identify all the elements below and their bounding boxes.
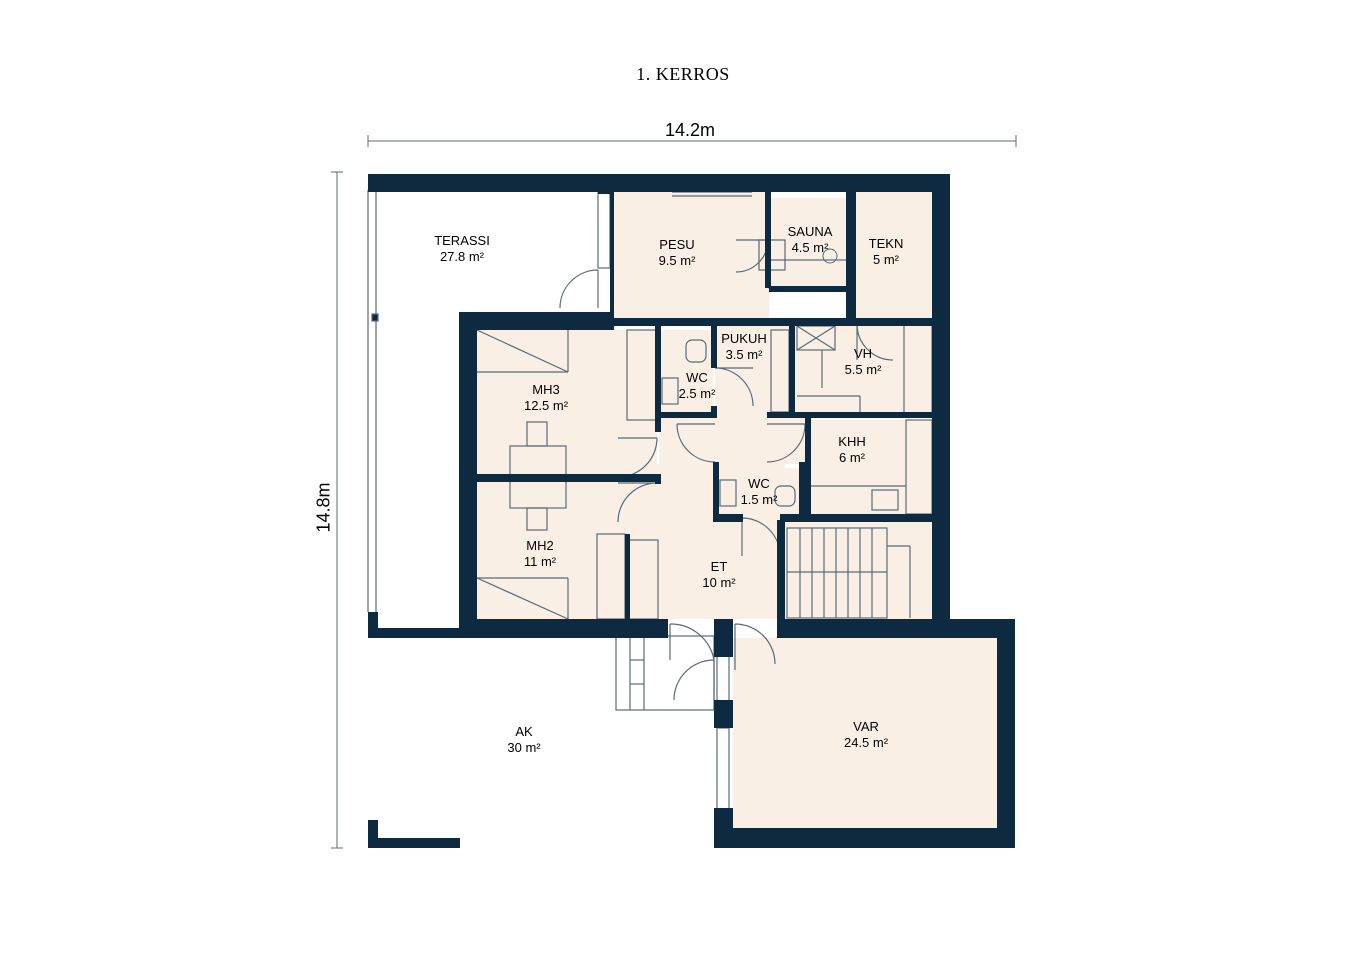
pesu-fill <box>612 192 769 322</box>
walls <box>368 174 1015 848</box>
khh-fill <box>809 420 932 514</box>
room-fills <box>477 192 997 828</box>
sauna-fill <box>769 198 848 288</box>
stair-fill <box>785 520 932 619</box>
depth-dimension: 14.8m <box>313 482 334 533</box>
width-dimension: 14.2m <box>664 120 716 140</box>
tekn-fill <box>856 192 932 320</box>
var-fill <box>733 638 997 828</box>
floor-title: 1. KERROS <box>636 64 730 84</box>
hall-fill <box>659 414 807 464</box>
dimension-lines <box>331 135 1017 849</box>
et-fill <box>625 464 785 619</box>
mh2-fill <box>477 481 625 619</box>
sauna-heater-icon <box>822 248 838 264</box>
